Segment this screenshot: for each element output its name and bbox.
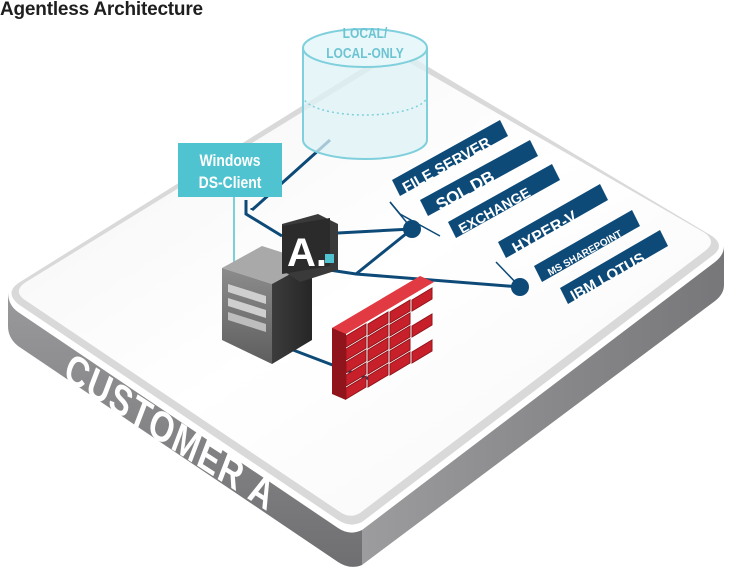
source-tag-file-server bbox=[392, 120, 508, 196]
platform-right-side bbox=[362, 246, 724, 565]
firewall-side bbox=[332, 324, 346, 400]
logo-badge: A. bbox=[282, 214, 338, 282]
source-tag-sql-db bbox=[420, 140, 538, 216]
page-title: Agentless Architecture bbox=[0, 0, 203, 20]
firewall-brick bbox=[345, 336, 367, 361]
junction-node-icon bbox=[511, 278, 529, 296]
source-tag-ms-sharepoint bbox=[534, 210, 640, 282]
firewall-top bbox=[332, 276, 434, 334]
storage-label-line1: LOCAL/ bbox=[343, 25, 388, 42]
firewall-brick bbox=[367, 337, 389, 362]
firewall-brick bbox=[389, 325, 411, 350]
firewall-brick bbox=[389, 338, 411, 363]
storage-label-line2: LOCAL-ONLY bbox=[326, 45, 404, 62]
firewall-brick bbox=[411, 287, 433, 312]
firewall-brick bbox=[367, 350, 389, 375]
firewall-brick bbox=[389, 312, 411, 337]
source-tag-ibm-lotus bbox=[560, 230, 668, 304]
client-label-line1: Windows bbox=[199, 152, 260, 171]
firewall-brick bbox=[389, 299, 411, 324]
firewall-brick bbox=[345, 362, 367, 387]
source-tag-exchange bbox=[448, 164, 560, 238]
firewall-brick bbox=[367, 324, 389, 349]
source-tag-hyper-v bbox=[498, 184, 608, 258]
firewall-brick bbox=[367, 311, 389, 336]
firewall-brick bbox=[411, 313, 433, 338]
firewall-brick bbox=[345, 375, 367, 400]
firewall-brick bbox=[367, 363, 389, 388]
platform-left-side bbox=[8, 292, 362, 567]
logo-text: A. bbox=[287, 231, 327, 275]
ds-client-label: Windows DS-Client bbox=[178, 143, 282, 197]
logo-dot bbox=[325, 254, 334, 263]
firewall-brick bbox=[411, 339, 433, 364]
database-cylinder-icon: LOCAL/ LOCAL-ONLY bbox=[302, 25, 428, 160]
firewall-brick bbox=[345, 349, 367, 374]
firewall-brick bbox=[389, 351, 411, 376]
firewall-brick-icon bbox=[332, 276, 434, 400]
firewall-brick bbox=[345, 323, 367, 348]
client-label-line2: DS-Client bbox=[199, 174, 262, 193]
junction-node-icon bbox=[403, 220, 421, 238]
